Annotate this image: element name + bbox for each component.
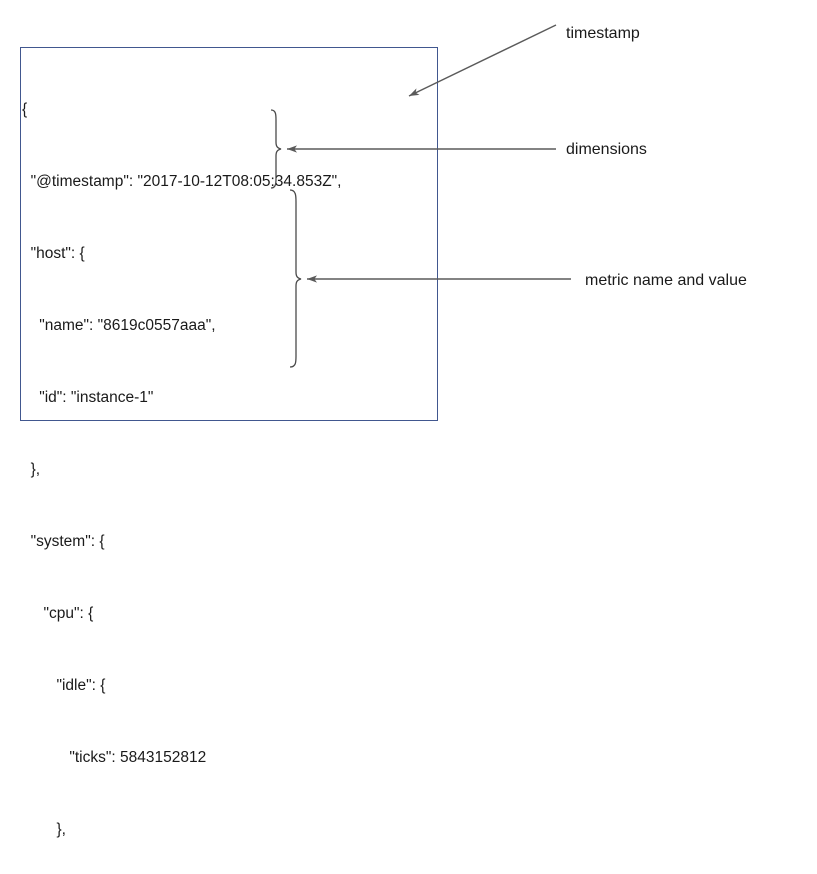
json-line: {	[22, 101, 28, 118]
json-line-host-open: "host": {	[22, 245, 85, 262]
json-document-code: { "@timestamp": "2017-10-12T08:05:34.853…	[22, 50, 442, 874]
annotation-label-metric: metric name and value	[585, 272, 747, 289]
json-line-ticks: "ticks": 5843152812	[22, 749, 207, 766]
json-line-host-close: },	[22, 461, 41, 478]
annotation-label-timestamp: timestamp	[566, 25, 640, 42]
json-document-box	[20, 47, 438, 421]
json-line-timestamp: "@timestamp": "2017-10-12T08:05:34.853Z"…	[22, 173, 342, 190]
json-line-idle-close: },	[22, 821, 66, 838]
json-line-system-open: "system": {	[22, 533, 105, 550]
diagram-canvas: { "@timestamp": "2017-10-12T08:05:34.853…	[20, 24, 747, 838]
json-line-host-id: "id": "instance-1"	[22, 389, 154, 406]
annotation-label-dimensions: dimensions	[566, 141, 647, 158]
json-line-host-name: "name": "8619c0557aaa",	[22, 317, 216, 334]
json-line-idle-open: "idle": {	[22, 677, 106, 694]
json-line-cpu-open: "cpu": {	[22, 605, 94, 622]
